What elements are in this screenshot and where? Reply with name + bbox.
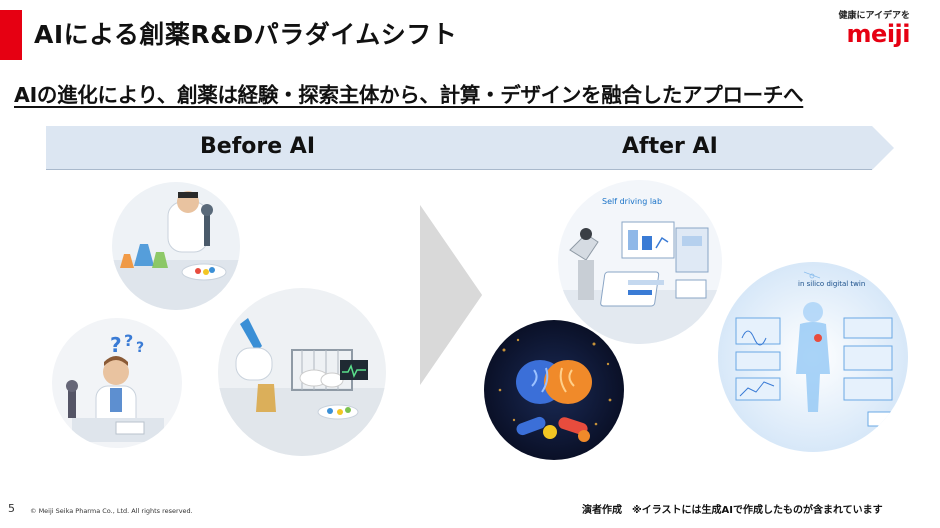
page-number: 5 — [8, 502, 15, 515]
illustration-animal-experiment — [218, 288, 386, 456]
illustration-digital-twin: in silico digital twin — [718, 262, 908, 452]
svg-text:?: ? — [110, 333, 122, 357]
slide-title: AIによる創薬R&Dパラダイムシフト — [34, 20, 458, 49]
svg-text:?: ? — [124, 331, 133, 350]
illustration-scientist-lab — [112, 182, 240, 310]
brand-logo: 健康にアイデアを meiji — [828, 8, 910, 47]
logo-tagline: 健康にアイデアを — [838, 11, 910, 21]
svg-text:?: ? — [136, 340, 144, 356]
illustration-self-driving-lab: Self driving lab — [558, 180, 722, 344]
footer-note: 演者作成 ※イラストには生成AIで作成したものが含まれています — [582, 505, 883, 516]
timeline-arrow — [46, 126, 894, 170]
illustration-ai-brain-drugs — [484, 320, 624, 460]
before-ai-label: Before AI — [200, 134, 316, 159]
transition-arrow — [420, 205, 482, 385]
header-accent-bar — [0, 10, 22, 60]
slide-subtitle: AIの進化により、創薬は経験・探索主体から、計算・デザインを融合したアプローチへ — [14, 83, 804, 107]
illustration-puzzled-researcher: ? ? ? — [52, 318, 182, 448]
after-ai-label: After AI — [622, 134, 718, 159]
self-driving-lab-label: Self driving lab — [602, 197, 662, 206]
copyright-notice: © Meiji Seika Pharma Co., Ltd. All right… — [30, 507, 193, 515]
digital-twin-label: in silico digital twin — [798, 280, 865, 288]
logo-wordmark: meiji — [846, 20, 911, 48]
